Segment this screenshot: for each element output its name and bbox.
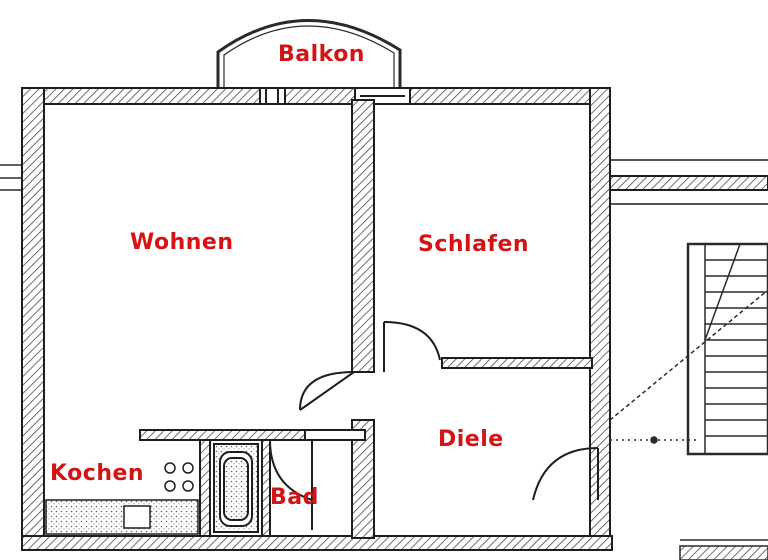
label-balkon: Balkon — [278, 42, 365, 67]
outer-walls — [21, 87, 613, 551]
label-bad: Bad — [270, 485, 319, 510]
interior-wall-schlafen — [441, 357, 593, 369]
label-diele: Diele — [438, 427, 504, 452]
neighbor-wall — [609, 159, 768, 205]
door-swings — [269, 321, 599, 530]
bathtub — [213, 443, 259, 533]
staircase — [609, 242, 768, 456]
label-wohnen: Wohnen — [130, 230, 234, 255]
interior-wall-kitchen — [139, 429, 306, 441]
interior-wall-vertical — [351, 99, 375, 373]
balcony-outline — [216, 19, 402, 90]
kitchen-counter — [45, 462, 199, 535]
label-kochen: Kochen — [50, 461, 145, 486]
label-schlafen: Schlafen — [418, 232, 530, 257]
